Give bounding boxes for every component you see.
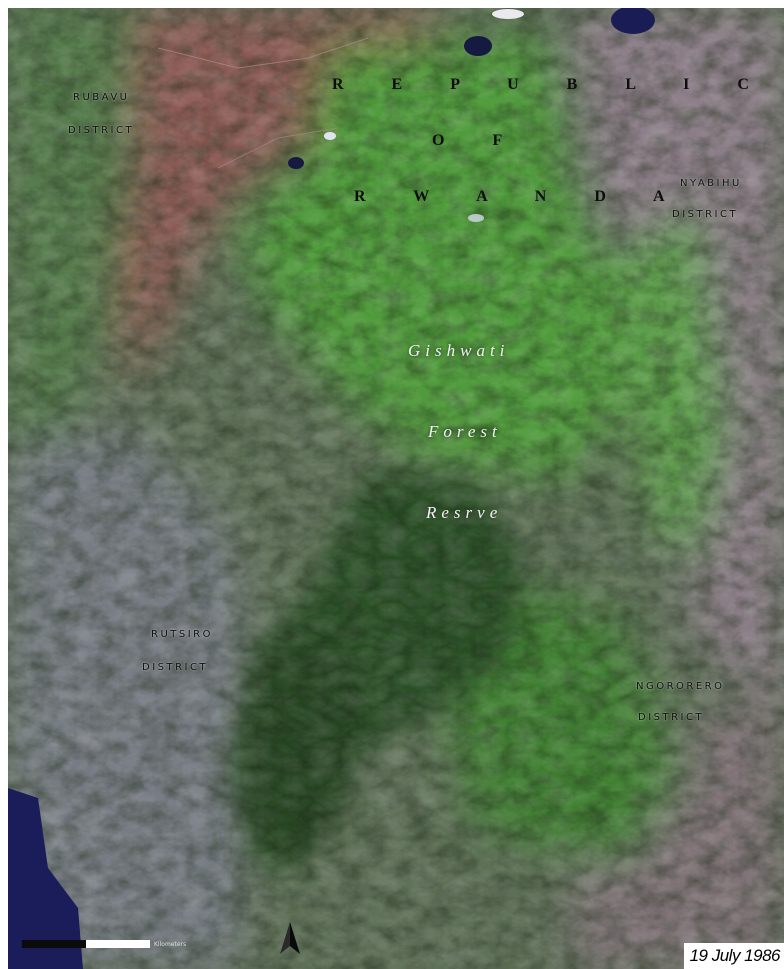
north-arrow-icon bbox=[278, 920, 302, 956]
satellite-map: R E P U B L I C O F R W A N D A RUBAVU D… bbox=[8, 8, 784, 969]
image-date-label: 19 July 1986 bbox=[683, 943, 784, 969]
satellite-image bbox=[8, 8, 784, 969]
scale-bar-segment-2 bbox=[86, 940, 150, 948]
scale-bar bbox=[22, 940, 150, 948]
scale-bar-segment-1 bbox=[22, 940, 86, 948]
